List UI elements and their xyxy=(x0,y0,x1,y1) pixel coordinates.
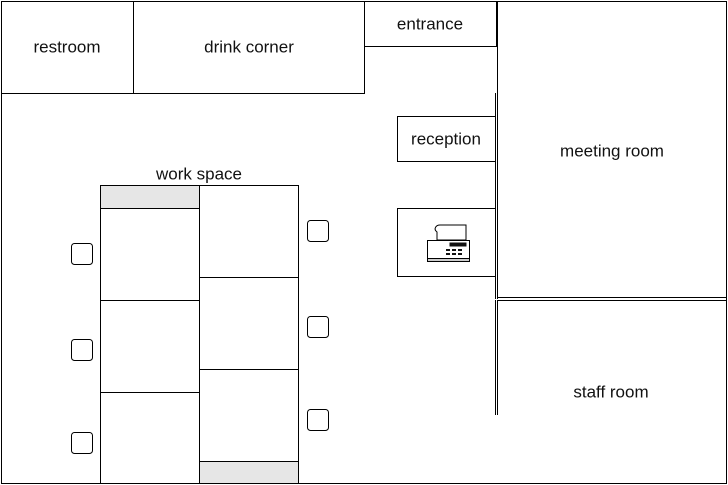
staff-room-label: staff room xyxy=(573,382,649,402)
desk-end-bottom xyxy=(199,461,299,484)
printer-icon xyxy=(427,224,470,262)
chair-right-1 xyxy=(307,220,329,242)
desk-right-2 xyxy=(199,277,299,370)
entrance-label: entrance xyxy=(396,14,464,34)
reception-desk xyxy=(397,116,496,162)
restroom-label: restroom xyxy=(33,37,101,57)
desk-left-2 xyxy=(100,300,200,393)
work-space-label: work space xyxy=(156,164,242,184)
chair-left-3 xyxy=(71,432,93,454)
desk-left-1 xyxy=(100,208,200,301)
chair-left-1 xyxy=(71,243,93,265)
printer-station xyxy=(397,208,496,277)
meeting-room-label: meeting room xyxy=(560,141,664,161)
reception-label: reception xyxy=(411,129,481,149)
work-space-desks xyxy=(100,185,299,484)
entrance-outline xyxy=(364,1,497,47)
drink-corner-label: drink corner xyxy=(204,37,294,57)
desk-right-1 xyxy=(199,185,299,278)
desk-left-3 xyxy=(100,392,200,484)
drink-corner-outline xyxy=(133,1,365,94)
chairs xyxy=(71,220,329,454)
desk-end-top xyxy=(100,185,200,209)
desk-right-3 xyxy=(199,369,299,462)
chair-left-2 xyxy=(71,339,93,361)
chair-right-3 xyxy=(307,409,329,431)
chair-right-2 xyxy=(307,316,329,338)
